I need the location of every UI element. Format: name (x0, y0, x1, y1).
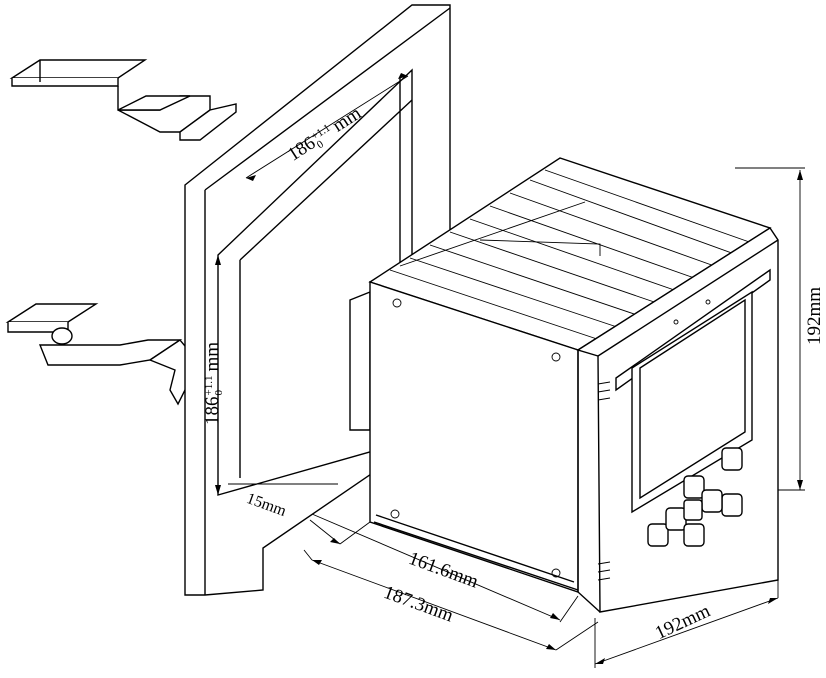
unit: mm (202, 341, 223, 372)
device-housing (349, 157, 779, 613)
heat-sink-ribs (389, 169, 756, 341)
dimension-lines (215, 73, 805, 668)
height-label: 192mm (804, 286, 825, 345)
screws (390, 298, 561, 578)
mounting-clip-top (9, 59, 237, 141)
vent-slots (597, 381, 611, 581)
keypad-buttons (647, 447, 743, 547)
tol-lower: 0 (212, 390, 225, 396)
cutout-height-value: 186 (202, 396, 223, 426)
mounting-clip-bottom (5, 303, 191, 406)
